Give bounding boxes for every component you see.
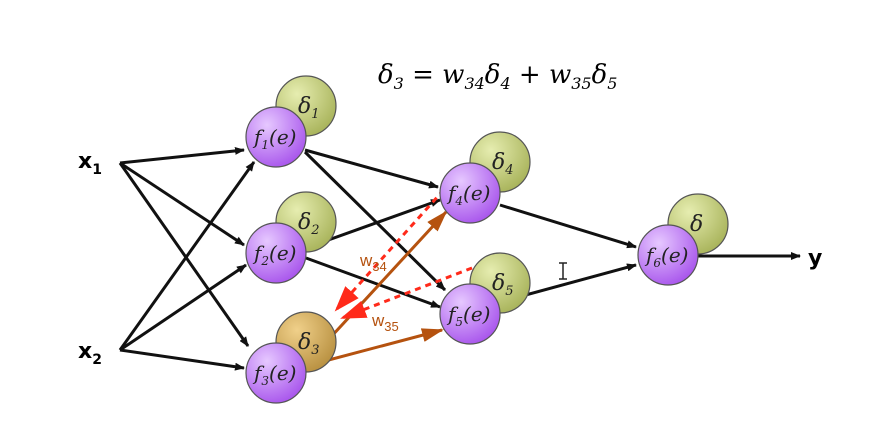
neuron-circle: [245, 222, 307, 284]
text-cursor-icon: [559, 262, 567, 280]
delta-label: δ5: [492, 271, 514, 299]
delta-label: δ4: [492, 150, 514, 178]
neuron-circle: [439, 162, 501, 224]
neuron-circle: [439, 283, 501, 345]
weight-label-w35: w35: [371, 311, 399, 334]
neuron-1: δ1 f1(e): [245, 75, 337, 168]
neuron-circle: [245, 106, 307, 168]
neuron-label: f3(e): [252, 361, 297, 388]
neuron-circle: [245, 342, 307, 404]
neuron-4: δ4 f4(e): [439, 131, 531, 224]
neuron-label: f5(e): [446, 302, 491, 329]
input-x1: x1: [78, 149, 102, 178]
delta-label: δ2: [298, 210, 320, 238]
neuron-label: f1(e): [252, 125, 297, 152]
delta-label: δ3: [298, 330, 320, 358]
neuron-label: f6(e): [644, 243, 689, 270]
delta-label: δ1: [298, 94, 320, 122]
weight-label-w34: w34: [359, 251, 387, 274]
neuron-5: δ5 f5(e): [439, 252, 531, 345]
delta-label: δ: [690, 212, 703, 237]
neuron-circle: [637, 224, 699, 286]
neuron-2: δ2 f2(e): [245, 191, 337, 284]
neuron-label: f2(e): [252, 241, 297, 268]
neuron-6: δ f6(e): [637, 193, 729, 286]
backprop-edges: [334, 163, 473, 320]
neuron-3: δ3 f3(e): [245, 311, 337, 404]
neuron-label: f4(e): [446, 181, 491, 208]
output-y: y: [808, 246, 822, 271]
input-x2: x2: [78, 339, 102, 368]
formula: δ3 = w34δ4 + w35δ5: [378, 60, 617, 93]
